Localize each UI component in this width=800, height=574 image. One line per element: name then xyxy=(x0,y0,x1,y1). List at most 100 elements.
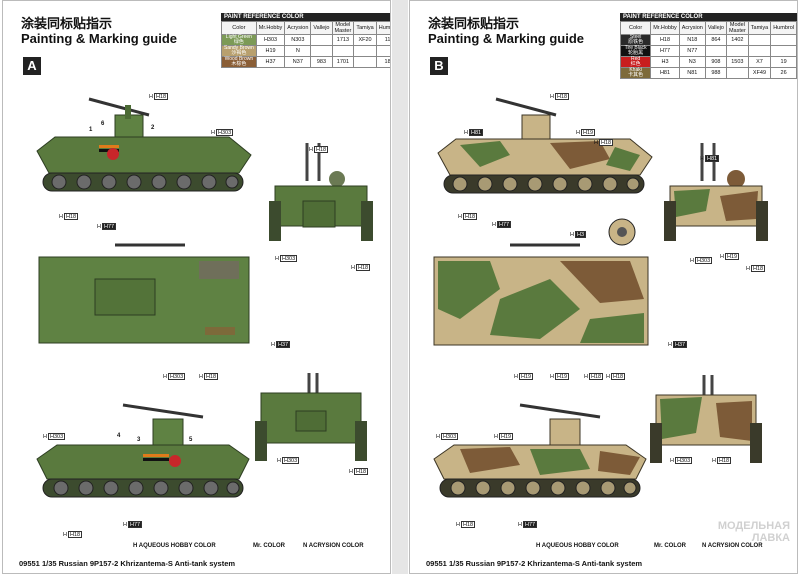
col-header: Model Master xyxy=(725,21,749,35)
vehicle-top-view xyxy=(38,243,250,344)
table-cell: N77 xyxy=(678,45,706,57)
table-cell xyxy=(353,45,377,57)
col-header: Vallejo xyxy=(704,21,727,35)
panel-title-cn: 涂装同标贴指示 xyxy=(21,16,113,31)
table-cell: N18 xyxy=(678,34,706,46)
table-cell xyxy=(310,45,333,57)
vehicle-side-view xyxy=(36,97,252,192)
callout-number: 2 xyxy=(151,125,155,131)
table-cell: H77 xyxy=(650,45,680,57)
table-caption: PAINT REFERENCE COLOR xyxy=(620,13,797,21)
table-cell xyxy=(353,56,377,68)
table-cell xyxy=(725,67,749,79)
callout-number: 3 xyxy=(137,437,141,443)
vehicle-top-view-camo xyxy=(433,243,649,346)
table-cell xyxy=(331,45,355,57)
panel-title-en: Painting & Marking guide xyxy=(21,31,178,46)
table-cell xyxy=(770,45,797,57)
vehicle-side-view-right xyxy=(36,403,250,498)
table-cell: H18 xyxy=(650,34,680,46)
table-cell xyxy=(375,45,390,57)
table-cell: 988 xyxy=(704,67,727,79)
col-header: Color xyxy=(221,21,257,35)
table-header-row: Color Mr.Hobby Acrysion Vallejo Model Ma… xyxy=(221,21,390,35)
table-cell: XF49 xyxy=(747,67,772,79)
callout-number: 6 xyxy=(101,121,105,127)
table-cell: XF20 xyxy=(353,34,377,46)
vehicle-side-view-camo xyxy=(437,97,653,194)
table-cell: H3 xyxy=(650,56,680,68)
callout-number: 1 xyxy=(89,127,93,133)
table-cell xyxy=(704,45,727,57)
col-header: Humbrol xyxy=(770,21,797,35)
wheel-detail-view xyxy=(608,218,636,246)
table-cell xyxy=(747,45,772,57)
table-cell: 117 xyxy=(375,34,390,46)
col-header: Mr.Hobby xyxy=(650,21,680,35)
table-cell: 908 xyxy=(704,56,727,68)
vehicle-front-view xyxy=(255,373,367,461)
panel-title-cn: 涂装同标贴指示 xyxy=(428,16,520,31)
table-cell: 864 xyxy=(704,34,727,46)
col-header: Acrysion xyxy=(284,21,312,35)
col-header: Acrysion xyxy=(678,21,706,35)
legend-mr-color: Mr. COLOR xyxy=(654,543,687,549)
table-cell: 1701 xyxy=(331,56,355,68)
vehicle-rear-view-camo xyxy=(664,143,768,241)
table-cell: 19 xyxy=(770,56,797,68)
table-cell: H37 xyxy=(255,56,286,68)
table-cell: 983 xyxy=(310,56,333,68)
brand-watermark: МОДЕЛЬНАЯ ЛАВКА xyxy=(717,520,790,544)
callout-number: 4 xyxy=(117,433,121,439)
table-cell: H19 xyxy=(255,45,286,57)
table-cell: 26 xyxy=(770,67,797,79)
panel-title-en: Painting & Marking guide xyxy=(428,31,585,46)
page-gutter xyxy=(392,0,408,574)
legend-aqueous: H AQUEOUS HOBBY COLOR xyxy=(133,543,216,549)
scheme-letter: A xyxy=(23,57,41,75)
legend-mr-color: Mr. COLOR xyxy=(253,543,286,549)
table-cell: H81 xyxy=(650,67,680,79)
legend-aqueous: H AQUEOUS HOBBY COLOR xyxy=(536,543,619,549)
col-header: Humbrol xyxy=(375,21,390,35)
painting-guide-panel-a: 涂装同标贴指示 Painting & Marking guide A PAINT… xyxy=(2,0,391,574)
table-cell xyxy=(725,45,749,57)
vehicle-side-view-camo-right xyxy=(433,403,647,498)
paint-reference-table: PAINT REFERENCE COLOR Color Mr.Hobby Acr… xyxy=(221,13,390,68)
table-header-row: Color Mr.Hobby Acrysion Vallejo Model Ma… xyxy=(619,21,797,35)
table-cell xyxy=(310,34,333,46)
table-cell: N81 xyxy=(678,67,706,79)
